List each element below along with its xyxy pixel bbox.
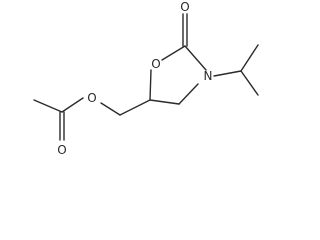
bond-isopropyl-me2 (240, 70, 259, 96)
atom-o-carbonyl: O (180, 0, 189, 14)
atom-o-ester: O (87, 91, 96, 105)
bond-n-isopropyl (213, 70, 242, 77)
structure-canvas: O O N O O (33, 0, 259, 157)
bond-c2-n3 (184, 45, 207, 71)
atom-n-ring: N (204, 69, 213, 83)
bonds (33, 13, 259, 141)
bond-n3-c4 (178, 83, 199, 105)
bond-c5-ch2 (119, 99, 151, 116)
atom-labels: O O N O O (57, 0, 212, 157)
atom-o-acetyl: O (57, 143, 66, 157)
atom-o-ring: O (151, 57, 160, 71)
bond-c5-o1 (149, 69, 152, 101)
oxazolidinone-structure: O O N O O (33, 0, 259, 157)
bond-ch2-oester (100, 102, 121, 116)
bond-c2-o1 (161, 45, 186, 61)
bond-isopropyl-me1 (240, 44, 259, 72)
bond-c4-c5 (149, 99, 180, 105)
bond-oester-acylc (61, 97, 84, 113)
bond-acyl-methyl (33, 99, 63, 113)
